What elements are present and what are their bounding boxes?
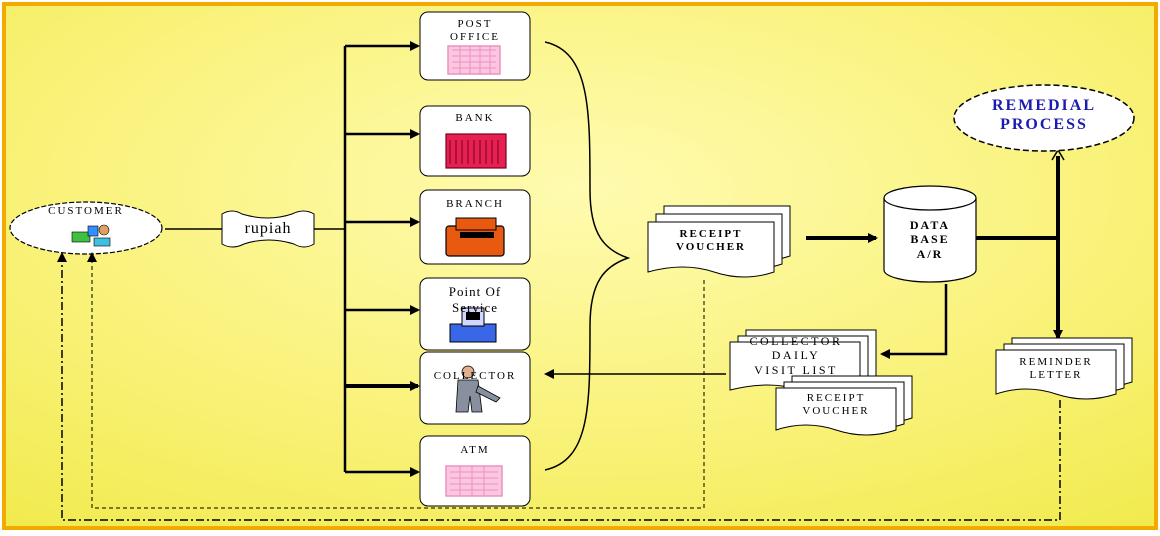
receipt-voucher-small-label-line1: RECEIPT [776,392,896,405]
atm-label: ATM [420,444,530,457]
background-panel [4,4,1156,528]
receipt-voucher-main-label-line1: RECEIPT [648,228,774,241]
collector-label: COLLECTOR [420,370,530,383]
collector-list-label-line1: COLLECTOR [730,334,862,348]
reminder-letter-label: REMINDER LETTER [996,356,1116,382]
database-label-line3: A/R [884,247,976,261]
remedial-process-label-line1: REMEDIAL [954,96,1134,115]
point-of-service-label-line1: Point Of [420,284,530,300]
remedial-process-label-line2: PROCESS [954,115,1134,134]
database-label-line1: DATA [884,218,976,232]
collector-list-label: COLLECTOR DAILY VISIT LIST [730,334,862,377]
reminder-letter-label-line1: REMINDER [996,356,1116,369]
collector-list-label-line2: DAILY [730,348,862,362]
atm-icon [446,466,502,496]
receipt-voucher-small-label: RECEIPT VOUCHER [776,392,896,418]
receipt-voucher-main-label: RECEIPT VOUCHER [648,228,774,254]
post-office-label: POST OFFICE [420,18,530,44]
point-of-service-label: Point Of Service [420,284,530,315]
post-office-label-line1: POST [420,18,530,31]
customer-label: CUSTOMER [40,205,132,218]
database-label: DATA BASE A/R [884,218,976,261]
point-of-service-label-line2: Service [420,300,530,316]
database-label-line2: BASE [884,232,976,246]
branch-label: BRANCH [420,198,530,211]
post-office-icon [448,46,500,74]
collector-list-label-line3: VISIT LIST [730,363,862,377]
reminder-letter-label-line2: LETTER [996,369,1116,382]
receipt-voucher-main-label-line2: VOUCHER [648,241,774,254]
rupiah-label: rupiah [222,219,314,238]
receipt-voucher-small-label-line2: VOUCHER [776,405,896,418]
remedial-process-label: REMEDIAL PROCESS [954,96,1134,134]
bank-label: BANK [420,112,530,125]
bank-icon [446,134,506,168]
post-office-label-line2: OFFICE [420,31,530,44]
